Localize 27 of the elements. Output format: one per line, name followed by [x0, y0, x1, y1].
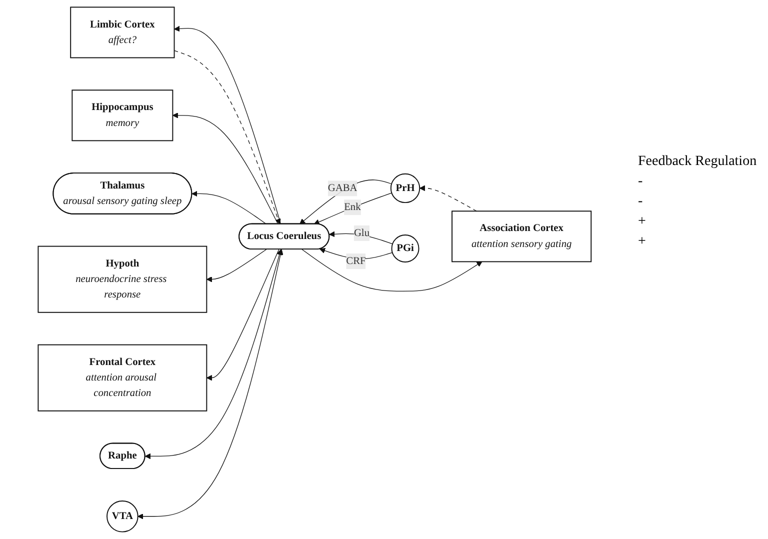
edge-label: GABA — [328, 182, 358, 194]
node-box: Hippocampus memory — [72, 90, 174, 142]
note-text: - — [638, 194, 644, 210]
arrow — [300, 180, 392, 224]
arrow — [192, 190, 268, 224]
note-text: + — [638, 214, 647, 230]
arrow — [145, 249, 283, 460]
note-text: Feedback Regulation — [638, 154, 758, 170]
arrow — [206, 249, 268, 282]
arrow — [302, 249, 483, 292]
node-box: Limbic Cortex affect? — [70, 6, 176, 58]
arrow — [206, 249, 280, 381]
edge-label: Glu — [354, 227, 370, 238]
edge-label: Enk — [344, 202, 362, 213]
arrow — [172, 112, 279, 224]
arrow — [420, 185, 478, 212]
node-circle: VTA — [106, 500, 139, 532]
edge-label: CRF — [346, 256, 366, 267]
arrow — [138, 249, 284, 520]
node-circle: PrH — [390, 173, 420, 204]
arrow — [314, 192, 392, 225]
note-text: - — [638, 174, 644, 190]
note-text: + — [638, 234, 647, 250]
node-box: Frontal Cortex attention arousal concentration — [38, 344, 208, 412]
node-circle: PGi — [392, 234, 420, 262]
node-box: Hypoth neuroendocrine stress response — [38, 246, 208, 313]
node-box: Association Cortex attention sensory gating — [452, 210, 592, 262]
